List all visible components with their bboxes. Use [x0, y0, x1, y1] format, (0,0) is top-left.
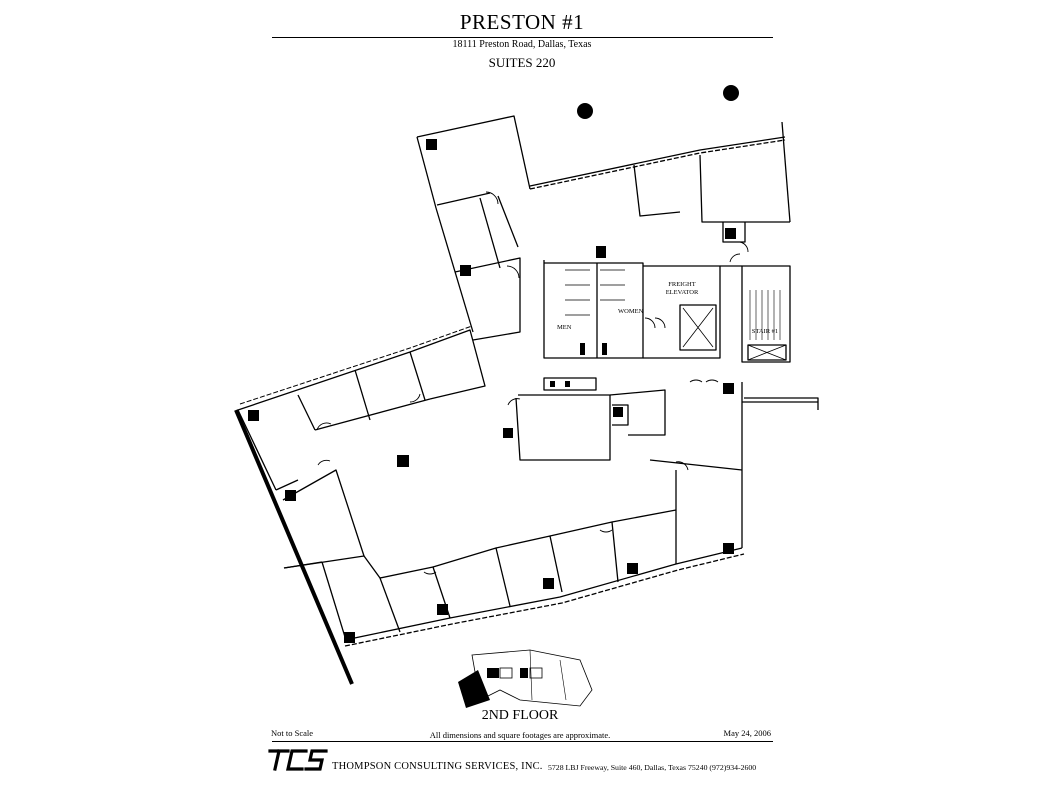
company-name: THOMPSON CONSULTING SERVICES, INC. [332, 761, 543, 772]
curtain-wall [239, 325, 473, 405]
stair-label: STAIR #1 [752, 328, 778, 335]
company-address: 5728 LBJ Freeway, Suite 460, Dallas, Tex… [548, 763, 757, 772]
floor-label: 2ND FLOOR [481, 708, 559, 723]
key-plan [458, 649, 593, 708]
plan-date: May 24, 2006 [723, 728, 771, 738]
suite-number: SUITES 220 [488, 55, 556, 70]
footer-divider [272, 741, 773, 742]
core-details [550, 343, 607, 387]
exterior-wall [234, 409, 354, 685]
page-title: PRESTON #1 [459, 10, 585, 34]
door-swings [316, 191, 749, 575]
scale-note: Not to Scale [271, 728, 314, 738]
header-divider [272, 37, 773, 38]
disclaimer-note: All dimensions and square footages are a… [429, 730, 611, 740]
company-logo [268, 749, 328, 771]
mens-room-label: MEN [557, 324, 572, 331]
womens-room-label: WOMEN [618, 308, 644, 315]
building-address: 18111 Preston Road, Dallas, Texas [452, 39, 592, 50]
plan-walls [237, 115, 819, 647]
freight-elevator-label-1: FREIGHT [668, 281, 695, 288]
freight-elevator-label-2: ELEVATOR [666, 289, 699, 296]
structural-columns [248, 85, 739, 643]
